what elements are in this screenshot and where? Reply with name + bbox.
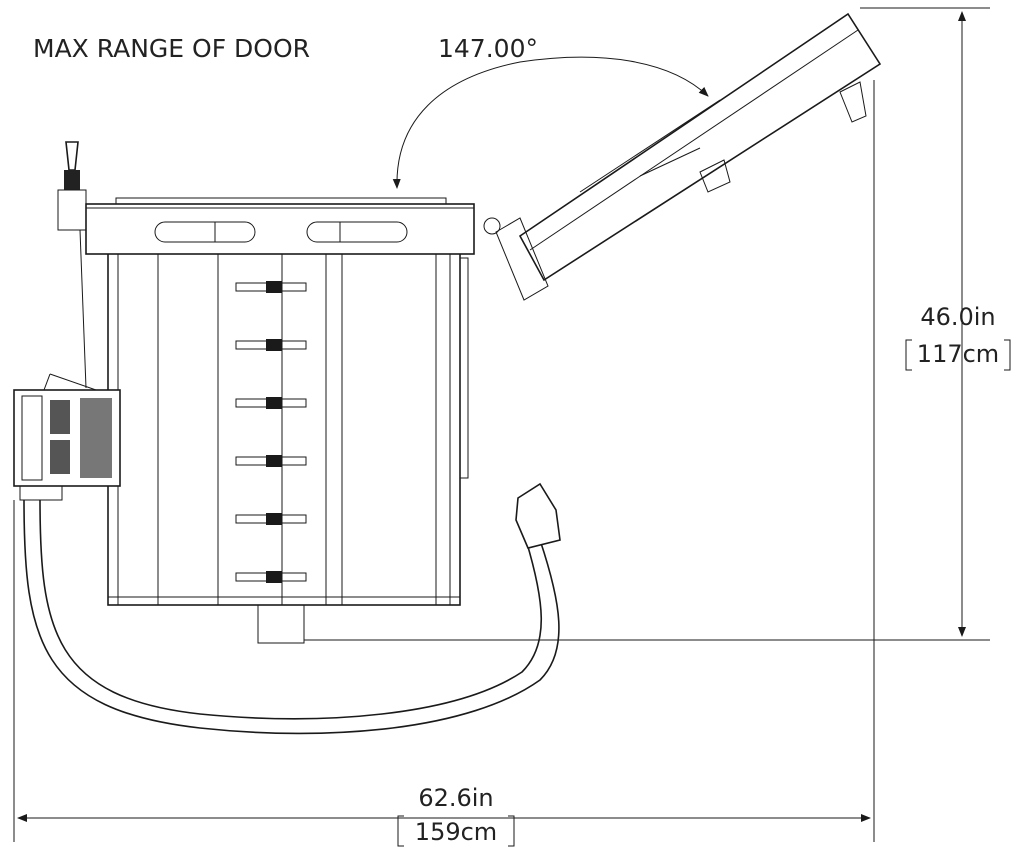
height-metric-label: 117cm: [917, 340, 999, 368]
drain-stub: [257, 604, 305, 644]
control-box: [13, 373, 121, 501]
drawing-title: MAX RANGE OF DOOR: [33, 34, 310, 63]
peephole-plug: [57, 141, 87, 389]
top-band: [85, 197, 475, 255]
door-angle-label: 147.00°: [438, 34, 538, 63]
power-cord: [23, 482, 561, 735]
width-dimension: 62.6in 159cm: [13, 80, 875, 847]
height-imperial-label: 46.0in: [920, 303, 995, 331]
angle-arc: [392, 56, 709, 189]
width-metric-label: 159cm: [415, 818, 497, 846]
kiln-body: [107, 252, 469, 606]
width-imperial-label: 62.6in: [418, 784, 493, 812]
latch-group: [235, 281, 307, 583]
open-door: [483, 12, 882, 301]
height-dimension: 46.0in 117cm: [304, 7, 1011, 641]
